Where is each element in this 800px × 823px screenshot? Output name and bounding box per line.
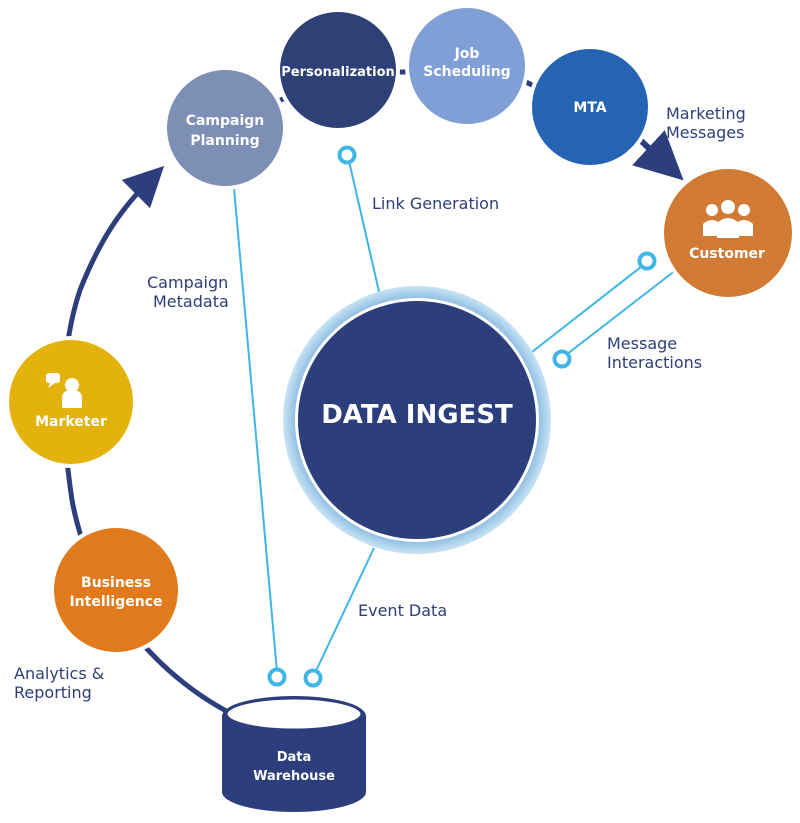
- event-data-line: [314, 547, 375, 674]
- analytics-reporting-label-1: Analytics &: [14, 664, 104, 683]
- customer-node: Customer: [660, 165, 796, 301]
- connector-ring: [637, 251, 657, 271]
- analytics-reporting-label-2: Reporting: [14, 683, 92, 702]
- customer-label: Customer: [689, 246, 765, 262]
- personalization-label: Personalization: [281, 65, 395, 80]
- interaction-line-2: [561, 269, 677, 359]
- link-generation-label: Link Generation: [372, 194, 499, 213]
- data-warehouse-label-2: Warehouse: [253, 769, 335, 784]
- data-warehouse-node: Data Warehouse: [222, 696, 366, 812]
- connector-ring: [267, 667, 287, 687]
- campaign-planning-node: Campaign Planning: [163, 66, 287, 190]
- business-intelligence-label-1: Business: [81, 575, 151, 591]
- message-interactions-label-2: Interactions: [607, 353, 702, 372]
- business-intelligence-label-2: Intelligence: [69, 594, 162, 610]
- job-scheduling-label-1: Job: [454, 46, 480, 62]
- data-ingest-node: DATA INGEST: [283, 286, 551, 554]
- marketing-messages-label-1: Marketing: [666, 104, 746, 123]
- data-ingest-label: DATA INGEST: [321, 400, 513, 430]
- campaign-metadata-label-1: Campaign: [147, 273, 228, 292]
- connector-ring: [303, 668, 323, 688]
- personalization-node: Personalization: [276, 8, 400, 132]
- marketing-messages-label-2: Messages: [666, 123, 744, 142]
- campaign-planning-label-1: Campaign: [186, 113, 265, 129]
- person-chat-icon: [46, 373, 82, 408]
- mta-node: MTA: [528, 45, 652, 169]
- connector-ring: [337, 145, 357, 165]
- people-icon: [703, 200, 753, 238]
- marketer-label: Marketer: [35, 414, 107, 430]
- message-interactions-label-1: Message: [607, 334, 677, 353]
- mta-label: MTA: [573, 100, 606, 116]
- campaign-metadata-line: [233, 187, 278, 673]
- marketer-node: Marketer: [5, 336, 137, 468]
- campaign-planning-label-2: Planning: [190, 133, 259, 149]
- job-scheduling-label-2: Scheduling: [423, 64, 510, 80]
- job-scheduling-node: Job Scheduling: [405, 4, 529, 128]
- link-generation-line: [348, 160, 381, 297]
- campaign-metadata-label-2: Metadata: [153, 292, 229, 311]
- mta-to-customer-arrow: [632, 130, 684, 181]
- data-warehouse-label-1: Data: [277, 750, 312, 765]
- business-intelligence-node: Business Intelligence: [50, 524, 182, 656]
- connector-ring: [552, 349, 572, 369]
- interaction-line-1: [531, 262, 647, 353]
- event-data-label: Event Data: [358, 601, 447, 620]
